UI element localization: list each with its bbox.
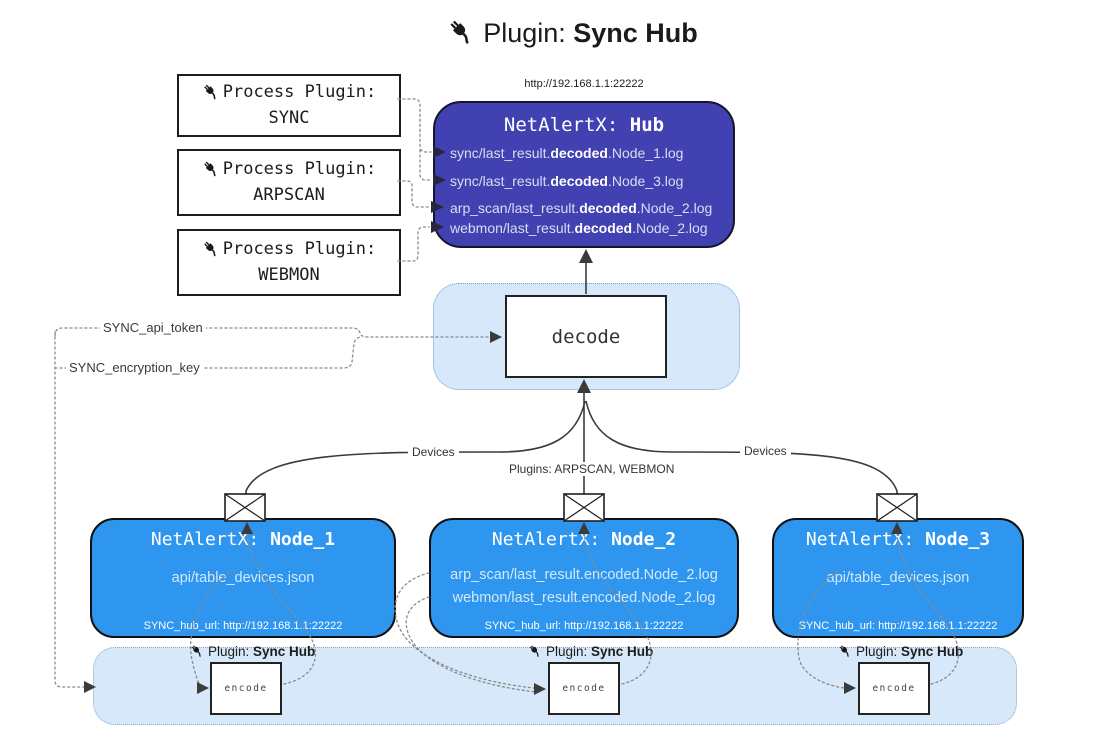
title-prefix: Plugin: <box>483 18 574 48</box>
page-title: Plugin: Sync Hub <box>14 18 1117 49</box>
node-hub-url: SYNC_hub_url: http://192.168.1.1:22222 <box>143 620 343 632</box>
envelope-icon <box>563 493 605 522</box>
node-title: NetAlertX: Node_3 <box>805 529 991 550</box>
encode-box: encode <box>548 662 620 715</box>
node-file-line: webmon/last_result.encoded.Node_2.log <box>452 590 716 606</box>
envelope-icon <box>224 493 266 522</box>
decode-box: decode <box>505 295 667 378</box>
process-plugin-sync-box: Process Plugin: SYNC <box>177 74 401 137</box>
devices-right-label: Devices <box>740 444 791 458</box>
node-file-line: api/table_devices.json <box>171 570 315 586</box>
plug-icon <box>191 645 201 658</box>
plug-icon <box>529 645 539 658</box>
hub-url-label: http://192.168.1.1:22222 <box>524 78 644 90</box>
process-plugin-label: Process Plugin: <box>222 159 377 179</box>
band-plugin-label: Plugin: Sync Hub <box>838 644 963 659</box>
node-hub-url: SYNC_hub_url: http://192.168.1.1:22222 <box>484 620 684 632</box>
hub-log-line: arp_scan/last_result.decoded.Node_2.log <box>450 200 713 216</box>
plug-icon <box>839 645 849 658</box>
netalertx-node-3-box: NetAlertX: Node_3 api/table_devices.json… <box>772 518 1024 638</box>
node-file-line: api/table_devices.json <box>826 570 970 586</box>
plug-icon <box>203 241 216 257</box>
encode-box: encode <box>858 662 930 715</box>
sync-api-token-label: SYNC_api_token <box>100 320 206 335</box>
hub-log-line: webmon/last_result.decoded.Node_2.log <box>450 220 708 236</box>
devices-left-label: Devices <box>408 445 459 459</box>
hub-title: NetAlertX: Hub <box>503 114 665 136</box>
hub-log-line: sync/last_result.decoded.Node_1.log <box>450 145 684 161</box>
process-plugin-label: Process Plugin: <box>222 239 377 259</box>
netalertx-node-2-box: NetAlertX: Node_2 arp_scan/last_result.e… <box>429 518 739 638</box>
process-plugin-arpscan-box: Process Plugin: ARPSCAN <box>177 149 401 216</box>
plugins-mid-label: Plugins: ARPSCAN, WEBMON <box>505 462 679 476</box>
node-hub-url: SYNC_hub_url: http://192.168.1.1:22222 <box>798 620 998 632</box>
node-title: NetAlertX: Node_2 <box>491 529 677 550</box>
process-plugin-webmon-box: Process Plugin: WEBMON <box>177 229 401 296</box>
encode-box: encode <box>210 662 282 715</box>
process-plugin-label: Process Plugin: <box>222 82 377 102</box>
hub-log-line: sync/last_result.decoded.Node_3.log <box>450 173 684 189</box>
node-file-line: arp_scan/last_result.encoded.Node_2.log <box>450 567 718 583</box>
netalertx-hub-box: NetAlertX: Hub sync/last_result.decoded.… <box>433 101 735 248</box>
process-plugin-name: WEBMON <box>258 264 320 285</box>
envelope-icon <box>876 493 918 522</box>
title-bold: Sync Hub <box>573 18 698 48</box>
plug-icon <box>450 20 470 45</box>
band-plugin-label: Plugin: Sync Hub <box>528 644 653 659</box>
plug-icon <box>203 84 216 100</box>
sync-encryption-key-label: SYNC_encryption_key <box>66 360 203 375</box>
process-plugin-name: ARPSCAN <box>253 184 325 205</box>
netalertx-node-1-box: NetAlertX: Node_1 api/table_devices.json… <box>90 518 396 638</box>
plug-icon <box>203 161 216 177</box>
process-plugin-name: SYNC <box>268 107 310 128</box>
node-title: NetAlertX: Node_1 <box>150 529 336 550</box>
band-plugin-label: Plugin: Sync Hub <box>190 644 315 659</box>
